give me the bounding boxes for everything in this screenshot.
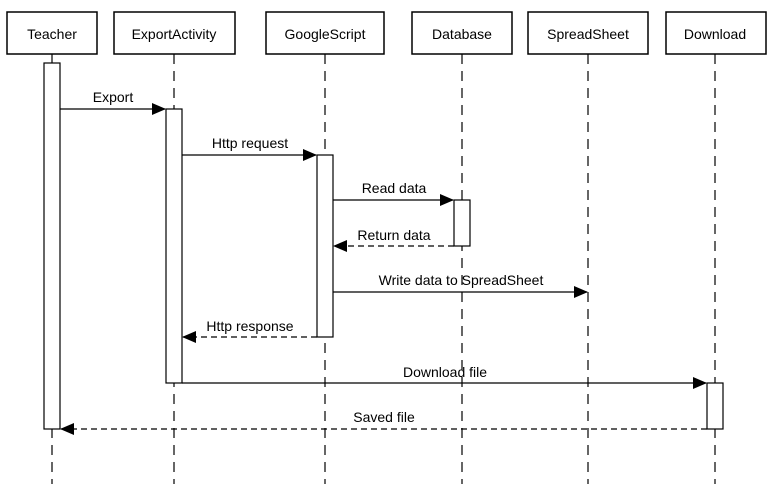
message-label: Download file <box>403 364 487 380</box>
activation-download <box>706 382 724 430</box>
activations <box>43 62 724 430</box>
participant-label: Download <box>684 26 746 42</box>
message-return-data[interactable]: Return data <box>333 227 454 252</box>
activation-database <box>453 199 471 247</box>
message-write-data[interactable]: Write data to SpreadSheet <box>333 272 588 298</box>
participant-label: Database <box>432 26 492 42</box>
message-label: Read data <box>362 180 427 196</box>
message-http-response[interactable]: Http response <box>182 318 317 343</box>
participant-google-script[interactable]: GoogleScript <box>265 11 385 55</box>
message-label: Export <box>93 89 134 105</box>
participant-label: Teacher <box>27 26 77 42</box>
message-http-request[interactable]: Http request <box>182 135 317 161</box>
message-label: Http request <box>212 135 288 151</box>
activation-export-activity <box>165 108 183 384</box>
activation-teacher <box>43 62 61 430</box>
message-export[interactable]: Export <box>60 89 166 115</box>
message-label: Http response <box>206 318 293 334</box>
message-label: Saved file <box>353 409 415 425</box>
participant-teacher[interactable]: Teacher <box>6 11 98 55</box>
participant-download[interactable]: Download <box>665 11 767 55</box>
participants: Teacher ExportActivity GoogleScript Data… <box>6 11 767 55</box>
participant-label: SpreadSheet <box>547 26 629 42</box>
participant-label: GoogleScript <box>285 26 366 42</box>
message-label: Write data to SpreadSheet <box>379 272 544 288</box>
participant-export-activity[interactable]: ExportActivity <box>113 11 236 55</box>
participant-spreadsheet[interactable]: SpreadSheet <box>527 11 649 55</box>
message-download-file[interactable]: Download file <box>182 364 707 389</box>
message-saved-file[interactable]: Saved file <box>60 409 707 435</box>
participant-database[interactable]: Database <box>411 11 513 55</box>
message-label: Return data <box>357 227 430 243</box>
message-read-data[interactable]: Read data <box>333 180 454 206</box>
messages: Export Http request Read data Return dat… <box>60 89 707 435</box>
activation-google-script <box>316 154 334 338</box>
participant-label: ExportActivity <box>132 26 217 42</box>
